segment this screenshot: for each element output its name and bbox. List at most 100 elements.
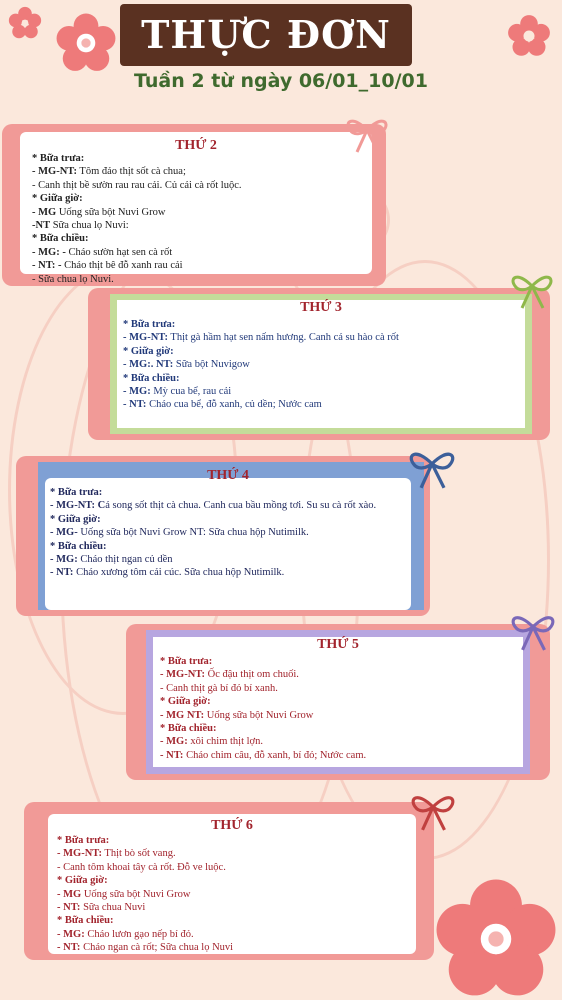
menu-line-text: Sữa chua Nuvi xyxy=(80,902,146,914)
menu-line-text: - Canh tôm khoai tây cà rốt. Đỗ ve luộc. xyxy=(57,861,226,873)
menu-line: * Giữa giờ: xyxy=(160,695,366,708)
menu-line-label: * Bữa trưa: xyxy=(57,835,110,846)
ribbon-bow-icon xyxy=(409,452,455,489)
menu-line-text: Cháo thịt ngan củ dền xyxy=(77,554,173,566)
menu-line-label: - MG-NT: xyxy=(160,669,205,681)
menu-line-label: - MG:. NT: xyxy=(123,359,174,371)
menu-line: * Bữa chiều: xyxy=(57,914,233,927)
menu-line-label: -NT xyxy=(32,220,51,232)
menu-line-text: Cháo thịt bê đỗ xanh rau cải xyxy=(61,260,183,272)
menu-line: * Bữa trưa: xyxy=(57,834,233,847)
menu-line-label: - NT: xyxy=(57,902,81,914)
flower-icon xyxy=(436,879,556,996)
menu-line: - MG-NT: Thịt gà hầm hạt sen nấm hương. … xyxy=(123,331,399,344)
page-title: THỰC ĐƠN xyxy=(141,12,391,57)
menu-line-text: xôi chim thịt lợn. xyxy=(187,736,263,748)
menu-line-label: * Bữa trưa: xyxy=(123,319,176,330)
menu-line-text: Thịt gà hầm hạt sen nấm hương. Canh cá s… xyxy=(168,332,399,344)
week-subtitle: Tuần 2 từ ngày 06/01_10/01 xyxy=(134,70,428,92)
menu-line: * Giữa giờ: xyxy=(57,874,233,887)
day-card: THỨ 6 xyxy=(48,814,416,954)
menu-line-label: * Giữa giờ: xyxy=(123,345,174,357)
menu-line: - NT: Cháo cua bể, đỗ xanh, củ dền; Nước… xyxy=(123,398,399,411)
menu-line: - MG: xôi chim thịt lợn. xyxy=(160,735,366,748)
menu-line: - MG-NT: Ốc đậu thịt om chuối. xyxy=(160,668,366,681)
menu-line-label: * Bữa chiều: xyxy=(32,233,89,245)
menu-line-text: Sữa bột Nuvigow xyxy=(173,359,250,371)
menu-line-text: Ốc đậu thịt om chuối. xyxy=(205,669,299,681)
menu-line: * Bữa trưa: xyxy=(50,486,376,499)
ribbon-bow-icon xyxy=(411,796,455,831)
ribbon-bow-icon xyxy=(511,616,555,651)
menu-line: - MG: Cháo lươn gạo nếp bí đỏ. xyxy=(57,928,233,941)
menu-list: * Bữa trưa:- MG-NT: Thịt gà hầm hạt sen … xyxy=(123,318,399,412)
day-title: THỨ 3 xyxy=(300,300,342,315)
menu-line-label: * Bữa chiều: xyxy=(160,723,217,735)
menu-line-label: * Bữa chiều: xyxy=(57,915,114,927)
menu-list: * Bữa trưa:- MG-NT: Ốc đậu thịt om chuối… xyxy=(160,655,366,762)
menu-line-text: Tôm đảo thịt sốt cà chua; xyxy=(77,166,186,178)
menu-line: - NT: Cháo ngan cà rốt; Sữa chua lọ Nuvi xyxy=(57,941,233,954)
menu-line-text: Cháo cua bể, đỗ xanh, củ dền; Nước cam xyxy=(146,399,322,411)
menu-line-text: á song sốt thịt cà chua. Canh cua bầu mồ… xyxy=(105,500,377,512)
menu-line-label: * Giữa giờ: xyxy=(57,875,108,887)
menu-line-label: - NT: xyxy=(57,942,81,954)
menu-line: - MG-NT: Tôm đảo thịt sốt cà chua; xyxy=(32,165,242,178)
menu-line-label: - NT: xyxy=(50,567,74,579)
menu-line-label: - MG xyxy=(57,888,82,900)
menu-list: * Bữa trưa:- MG-NT: Thịt bò sốt vang.- C… xyxy=(57,834,233,955)
menu-line: * Bữa chiều: xyxy=(160,722,366,735)
menu-line-label: * Bữa trưa: xyxy=(160,656,213,667)
menu-line: - Sữa chua lọ Nuvi. xyxy=(32,273,242,286)
menu-line-label: - MG: xyxy=(160,736,188,748)
menu-line-label: * Bữa trưa: xyxy=(32,153,85,164)
menu-line: * Giữa giờ: xyxy=(50,513,376,526)
menu-line: - MG-NT: Thịt bò sốt vang. xyxy=(57,847,233,860)
menu-line: - MG Uống sữa bột Nuvi Grow xyxy=(57,888,233,901)
menu-line-text: - Canh thịt bề sườn rau rau cải. Củ cải … xyxy=(32,179,242,191)
flower-icon xyxy=(56,13,116,71)
menu-line-label: - NT: xyxy=(160,749,184,761)
menu-line-text: Cháo ngan cà rốt; Sữa chua lọ Nuvi xyxy=(80,942,234,954)
menu-line: - MG:. NT: Sữa bột Nuvigow xyxy=(123,358,399,371)
day-title: THỨ 6 xyxy=(211,818,253,833)
menu-line-label: - MG: xyxy=(50,554,78,566)
menu-line-text: Cháo xương tôm cải cúc. Sữa chua hộp Nut… xyxy=(73,567,285,579)
menu-line-label: * Giữa giờ: xyxy=(160,696,211,708)
menu-line: - Canh thịt bề sườn rau rau cải. Củ cải … xyxy=(32,179,242,192)
menu-line-text: Cháo lươn gạo nếp bí đỏ. xyxy=(84,928,194,940)
menu-line-text: Uống sữa bột Nuvi Grow xyxy=(56,206,166,218)
menu-line: - MG: Cháo thịt ngan củ dền xyxy=(50,553,376,566)
menu-line: - NT: Cháo xương tôm cải cúc. Sữa chua h… xyxy=(50,566,376,579)
menu-line: * Bữa chiều: xyxy=(50,540,376,553)
menu-line-label: - MG-NT: xyxy=(57,848,102,860)
menu-line: -NT Sữa chua lọ Nuvi: xyxy=(32,219,242,232)
menu-line: * Bữa trưa: xyxy=(32,152,242,165)
menu-line-text: Uống sữa bột Nuvi Grow xyxy=(81,888,191,900)
menu-line-text: Cháo sườn hạt sen cà rốt xyxy=(65,246,173,258)
menu-line-label: - MG- xyxy=(50,527,78,539)
menu-line: - MG Uống sữa bột Nuvi Grow xyxy=(32,206,242,219)
menu-line-text: Cháo chim câu, đỗ xanh, bí đỏ; Nước cam. xyxy=(183,749,367,761)
menu-line-label: - MG-NT: xyxy=(123,332,168,344)
menu-line: * Bữa chiều: xyxy=(32,232,242,245)
menu-line: * Bữa trưa: xyxy=(160,655,366,668)
menu-line: * Giữa giờ: xyxy=(32,192,242,205)
flower-icon xyxy=(8,6,42,39)
menu-line: - MG- Uống sữa bột Nuvi Grow NT: Sữa chu… xyxy=(50,526,376,539)
menu-line-label: - MG-NT: C xyxy=(50,500,106,512)
day-title: THỨ 5 xyxy=(317,637,359,652)
day-card: THỨ 4 xyxy=(45,468,411,610)
menu-line: - NT: Sữa chua Nuvi xyxy=(57,901,233,914)
menu-line-label: - NT: - xyxy=(32,260,62,272)
menu-line-label: - MG: xyxy=(57,928,85,940)
menu-line-text: Thịt bò sốt vang. xyxy=(102,848,176,860)
menu-line-text: - Canh thịt gà bí đỏ bí xanh. xyxy=(160,682,278,694)
menu-line: * Bữa trưa: xyxy=(123,318,399,331)
menu-line-label: - MG NT: xyxy=(160,709,205,721)
menu-line: - Canh thịt gà bí đỏ bí xanh. xyxy=(160,682,366,695)
menu-list: * Bữa trưa:- MG-NT: Cá song sốt thịt cà … xyxy=(50,486,376,580)
menu-line-label: * Bữa chiều: xyxy=(123,372,180,384)
menu-line-label: * Giữa giờ: xyxy=(32,193,83,205)
